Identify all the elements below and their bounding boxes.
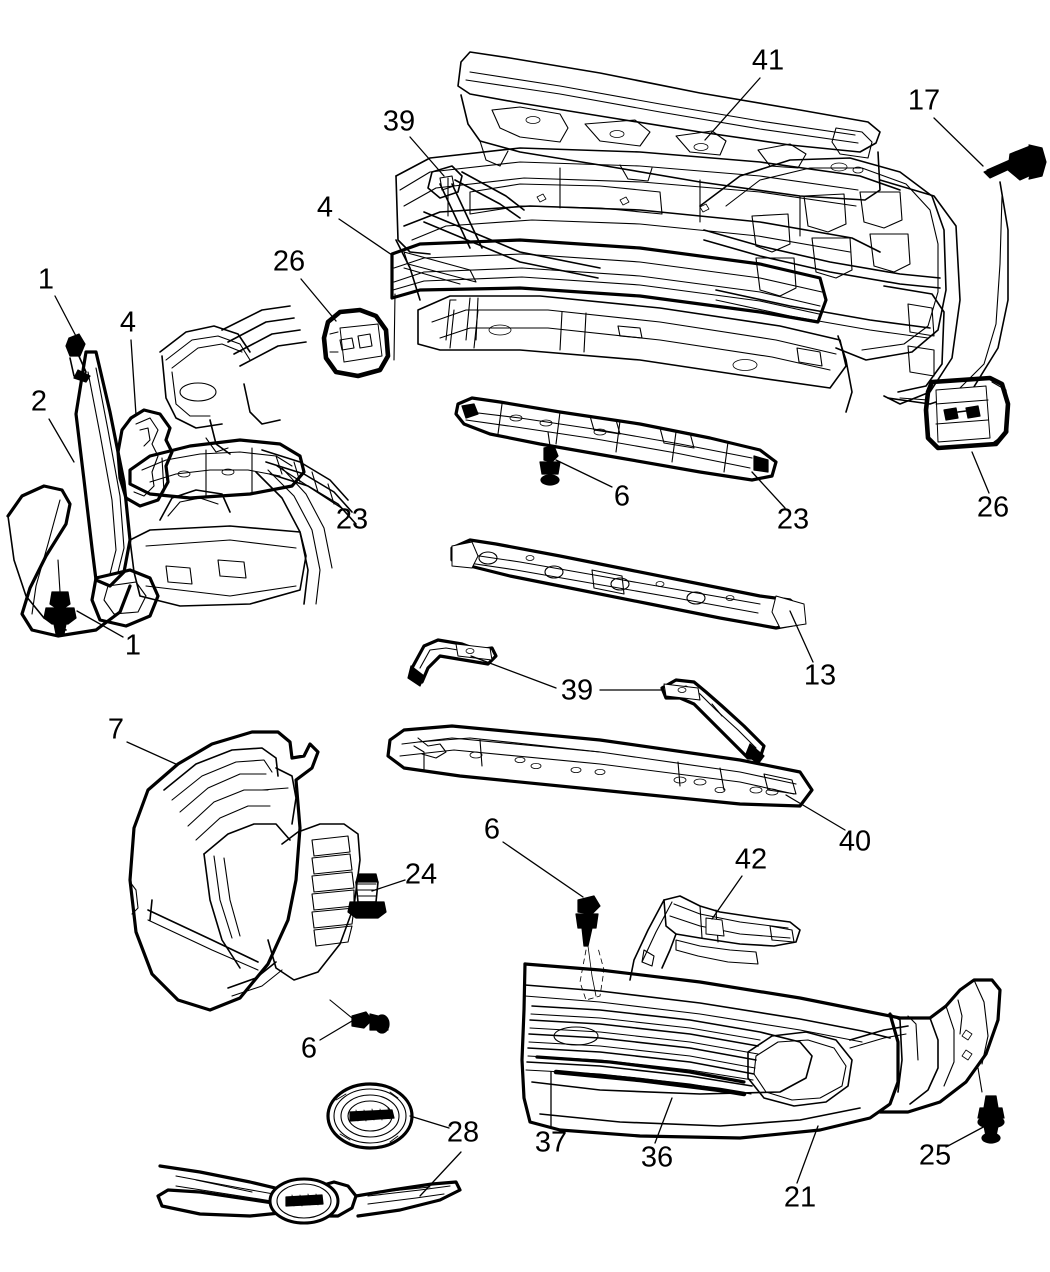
callout-leader-4 <box>130 339 137 416</box>
part-42-center-grille-reinforcement <box>629 895 801 981</box>
callout-leader-2 <box>48 418 75 463</box>
part-2-air-deflector-strip <box>74 350 132 588</box>
callout-leader-24 <box>371 879 406 892</box>
callout-leader-1 <box>54 295 79 341</box>
callout-leader-28 <box>409 1115 450 1129</box>
part-7-wheelhouse-splash-shield <box>128 730 361 1012</box>
callout-leader-17 <box>933 117 984 167</box>
callout-leader-23 <box>751 471 786 509</box>
part-28-winged-emblem-nameplate <box>156 1164 462 1225</box>
callout-leader-13 <box>789 610 814 663</box>
callout-number-4: 4 <box>120 307 136 339</box>
callout-number-7: 7 <box>108 714 124 746</box>
callout-leader-23 <box>276 465 344 510</box>
part-24-hex-flange-screw <box>347 873 387 919</box>
callout-number-42: 42 <box>735 844 767 876</box>
callout-number-13: 13 <box>804 660 836 692</box>
part-26-left-end-cap <box>321 293 396 379</box>
part-25-christmas-tree-fastener <box>977 1067 1005 1144</box>
callout-number-25: 25 <box>919 1140 951 1172</box>
callout-leader-4 <box>338 218 393 256</box>
callout-leader-39 <box>409 136 445 177</box>
part-40-lower-valance-air-dam <box>386 724 814 808</box>
callout-number-2: 2 <box>31 386 47 418</box>
callout-number-40: 40 <box>839 826 871 858</box>
callout-leader-7 <box>126 741 179 766</box>
part-36-lower-grille-insert-slat <box>553 1069 747 1097</box>
part-21-front-bumper-fascia <box>520 962 1002 1140</box>
part-1-lower-screw <box>43 559 77 635</box>
callout-leader-28 <box>419 1151 462 1197</box>
callout-number-39: 39 <box>383 106 415 138</box>
callout-leader-42 <box>711 875 743 920</box>
callout-leader-1 <box>76 610 124 638</box>
callout-leader-6 <box>502 841 584 898</box>
callout-number-23: 23 <box>777 504 809 536</box>
callout-number-6: 6 <box>614 481 630 513</box>
callout-number-6: 6 <box>301 1033 317 1065</box>
callout-number-24: 24 <box>405 859 437 891</box>
callout-number-1: 1 <box>38 264 54 296</box>
callout-leader-26 <box>971 451 990 494</box>
part-23-left-retainer-bar <box>128 438 357 525</box>
left-support-panel <box>159 305 307 455</box>
callout-number-4: 4 <box>317 192 333 224</box>
part-39-upper-brace-strut <box>427 165 525 219</box>
part-41-upper-radiator-crossmember <box>457 51 881 201</box>
callout-leader-26 <box>300 278 337 322</box>
callout-leader-6 <box>319 1020 353 1041</box>
callout-number-37: 37 <box>535 1127 567 1159</box>
callout-number-26: 26 <box>977 492 1009 524</box>
callout-leader-40 <box>785 794 846 831</box>
part-39-right-brace-strut <box>660 678 766 765</box>
callout-number-1: 1 <box>125 630 141 662</box>
callout-leader-lines <box>48 77 990 1197</box>
right-front-frame-structure <box>699 157 1009 413</box>
callout-number-26: 26 <box>273 246 305 278</box>
radiator-support-panel <box>395 147 901 301</box>
callout-leader-41 <box>704 77 761 141</box>
callout-number-23: 23 <box>336 504 368 536</box>
left-lower-closure-panel <box>129 467 333 607</box>
callout-number-39: 39 <box>561 675 593 707</box>
callout-number-21: 21 <box>784 1182 816 1214</box>
part-23-center-retainer-bar <box>454 396 778 482</box>
callout-number-28: 28 <box>447 1117 479 1149</box>
callout-leader-36 <box>654 1097 673 1144</box>
part-39-left-brace-strut <box>407 638 498 687</box>
callout-number-6: 6 <box>484 814 500 846</box>
callout-number-36: 36 <box>641 1142 673 1174</box>
part-6-center-retainer-clip <box>539 431 561 486</box>
part-6-lower-left-retainer-clip <box>329 999 390 1034</box>
part-6-right-retainer-clip <box>575 895 605 1001</box>
callout-leader-6 <box>555 459 613 488</box>
callout-leader-21 <box>796 1125 819 1184</box>
part-13-lower-grille-support-bracket <box>450 538 807 630</box>
callout-leader-39 <box>470 655 557 689</box>
callout-number-17: 17 <box>908 85 940 117</box>
part-26-right-end-cap <box>899 375 1011 451</box>
callout-number-41: 41 <box>752 45 784 77</box>
callout-leader-25 <box>945 1123 990 1148</box>
lower-support-shelf <box>417 295 847 389</box>
part-17-flanged-bolt <box>983 144 1047 181</box>
